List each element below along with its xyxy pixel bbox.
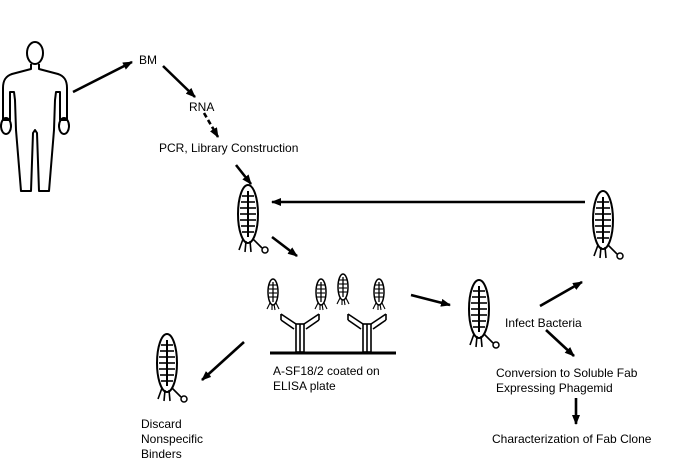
label-discard-line2: Nonspecific [141,432,203,446]
label-rna: RNA [189,100,214,114]
label-bm: BM [139,53,157,67]
arrow-infect-to-amplified [539,280,583,308]
label-conversion-line1: Conversion to Soluble Fab [496,366,638,380]
phage-icon [468,279,500,349]
label-characterization: Characterization of Fab Clone [492,432,652,446]
human-figure-icon [0,41,70,192]
label-discard-line3: Binders [141,447,182,461]
label-infect: Infect Bacteria [505,316,582,330]
arrows [72,60,585,425]
label-discard-line1: Discard [141,417,182,431]
label-pcr: PCR, Library Construction [159,141,298,155]
arrow-plate-to-discard [201,341,245,381]
antibody-icon [280,313,320,353]
arrow-rna-to-pcr [202,112,220,138]
arrow-bm-to-rna [162,65,196,98]
bound-phage-icon [372,278,386,311]
label-conversion-line2: Expressing Phagemid [496,381,613,395]
arrow-phage-to-plate [271,235,298,258]
arrow-infect-to-conversion [545,329,575,357]
phage-icon [237,184,269,254]
arrow-pcr-to-phage [234,164,253,185]
phage-icon [592,190,624,260]
bound-phage-icon [266,278,280,311]
elisa-plate-icon [266,273,396,355]
label-plate-line1: A-SF18/2 coated on [273,364,380,378]
arrow-human-to-bm [72,60,133,94]
antibody-icon [347,313,387,353]
bound-phage-icon [314,278,328,311]
phage-icon [156,333,188,403]
bound-phage-icon [336,273,350,306]
arrow-plate-to-eluted [410,293,451,307]
label-plate-line2: ELISA plate [273,379,336,393]
